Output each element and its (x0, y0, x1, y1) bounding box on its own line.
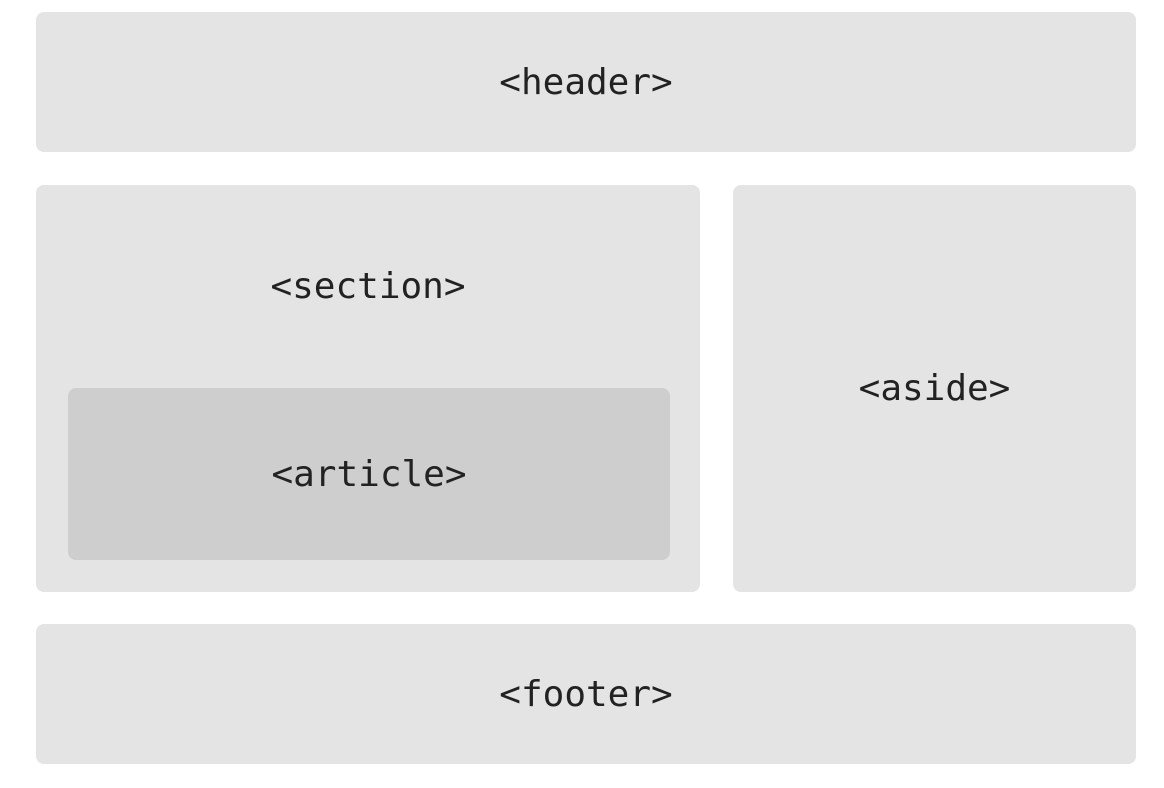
section-label-area: <section> (36, 185, 700, 388)
footer-region: <footer> (36, 624, 1136, 764)
aside-region-label: <aside> (858, 368, 1011, 409)
article-region: <article> (68, 388, 670, 560)
section-region-label: <section> (270, 266, 466, 307)
article-region-label: <article> (271, 453, 467, 495)
header-region-label: <header> (499, 61, 673, 103)
section-region: <section> <article> (36, 185, 700, 592)
header-region: <header> (36, 12, 1136, 152)
aside-region: <aside> (733, 185, 1136, 592)
footer-region-label: <footer> (499, 673, 673, 715)
